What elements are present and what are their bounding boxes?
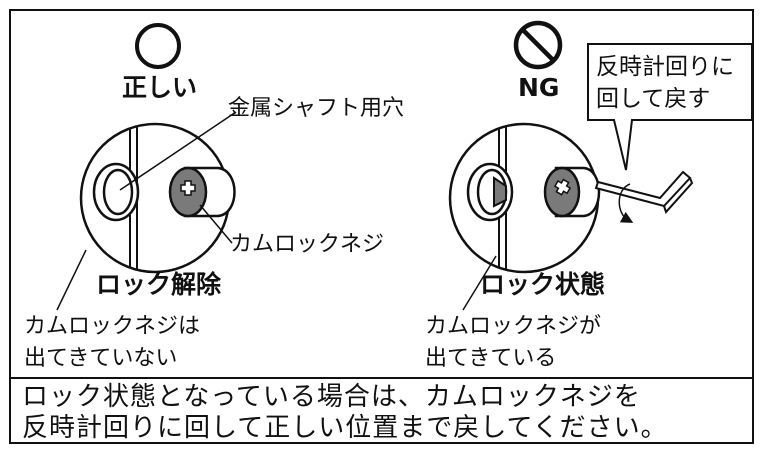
callout-line2: 回して戻す: [596, 86, 711, 112]
note-right-line2: 出てきている: [425, 346, 557, 371]
leader-screw: [199, 204, 233, 244]
leader-shaft-hole: [119, 111, 237, 191]
screw-label: カムロックネジ: [230, 232, 385, 257]
callout-line1: 反時計回りに: [596, 54, 734, 80]
circle-ok-icon: [135, 23, 181, 69]
footer-line2: 反時計回りに回して正しい位置まで戻してください。: [22, 413, 668, 443]
rotation-arrow-icon: [618, 183, 634, 223]
note-left-line2: 出てきていない: [24, 346, 178, 371]
shaft-hole-left: [92, 162, 140, 222]
note-left-line1: カムロックネジは: [24, 314, 201, 339]
leader-note-right: [462, 255, 497, 311]
prohibited-icon: [513, 20, 563, 70]
hex-key-icon: [594, 170, 694, 214]
callout-box: [587, 43, 753, 171]
cam-lock-screw-left: [168, 166, 236, 218]
shaft-hole-right: [466, 162, 514, 222]
shaft-hole-label: 金属シャフト用穴: [228, 96, 405, 121]
cam-lock-screw-right: [543, 166, 601, 218]
verdict-ng-label: NG: [518, 73, 560, 102]
note-right-line1: カムロックネジが: [425, 314, 602, 339]
leader-note-left: [56, 249, 87, 311]
state-unlocked-label: ロック解除: [96, 270, 222, 299]
state-locked-label: ロック状態: [480, 270, 606, 299]
footer-line1: ロック状態となっている場合は、カムロックネジを: [22, 382, 641, 412]
verdict-ok-label: 正しい: [122, 73, 198, 102]
